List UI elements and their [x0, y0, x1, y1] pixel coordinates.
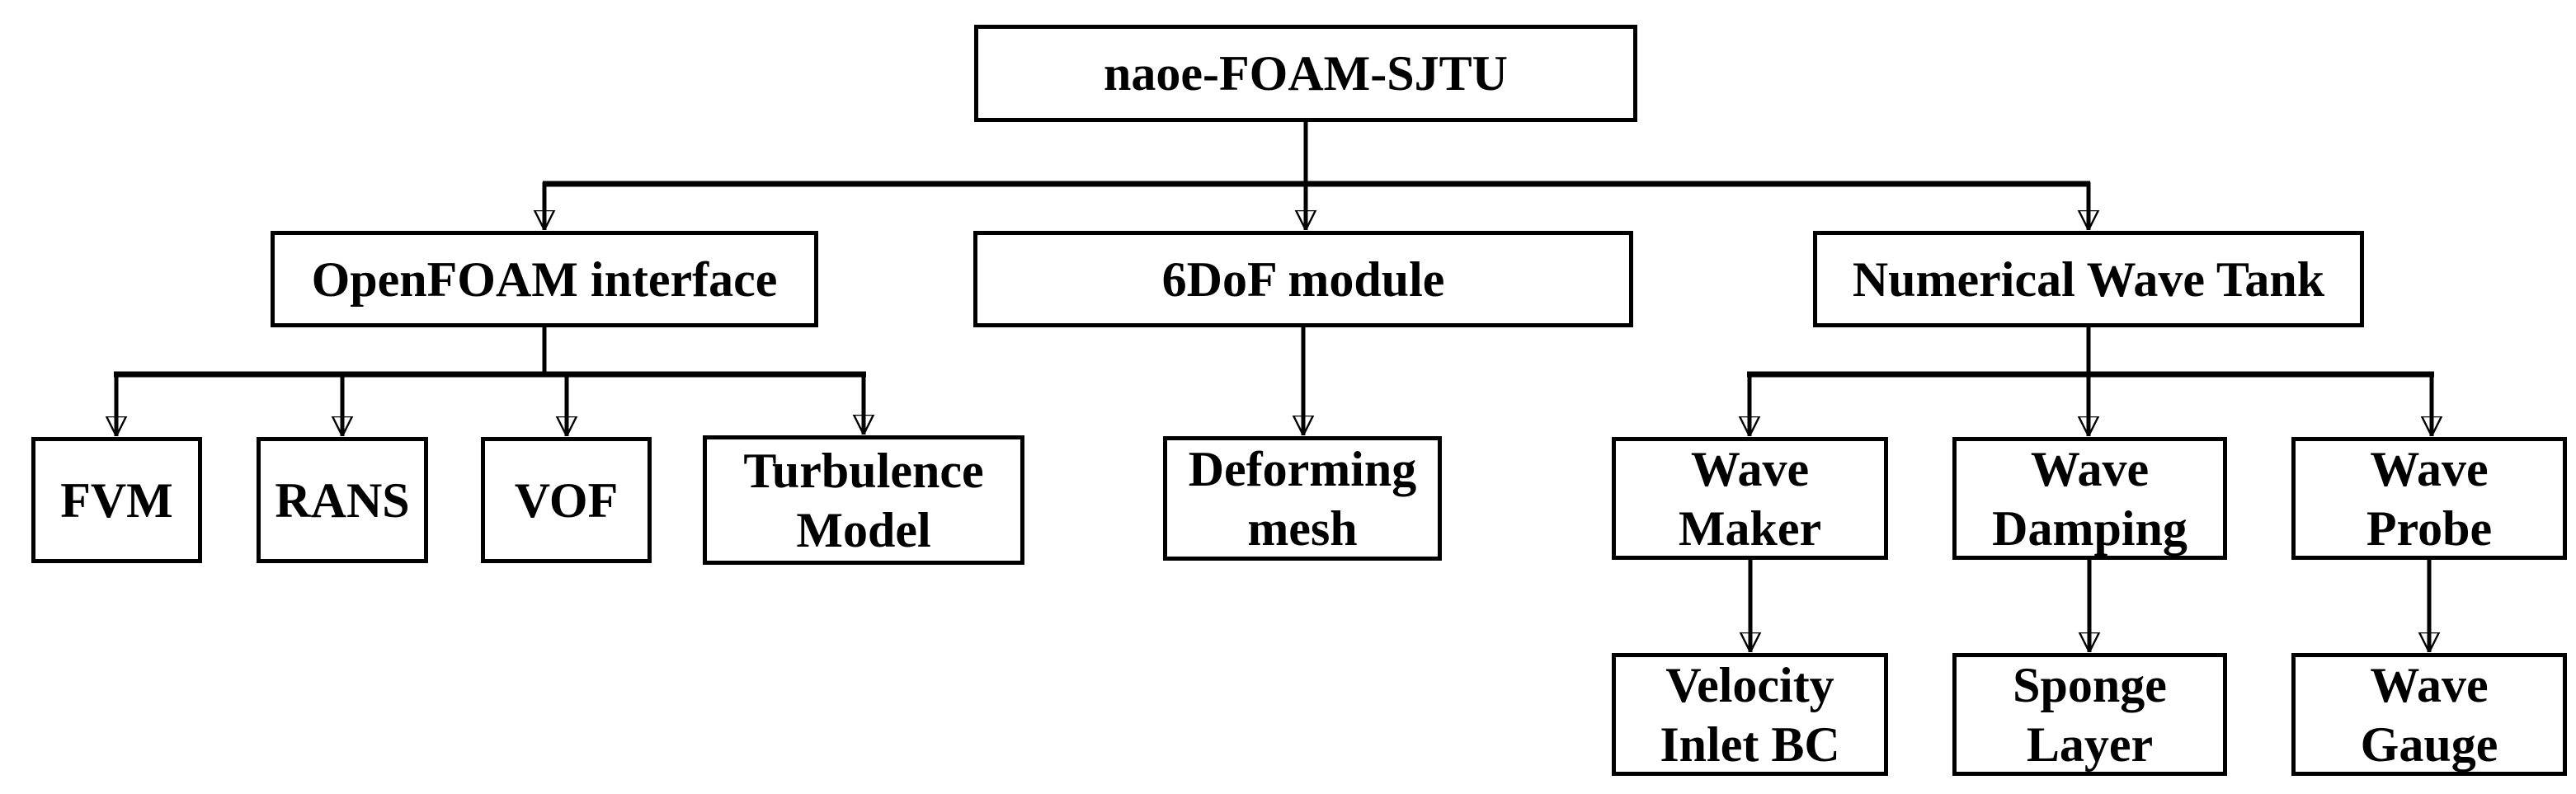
node-label: Wave Gauge	[2360, 657, 2498, 772]
node-label: FVM	[60, 472, 173, 528]
node-turbulence-model: Turbulence Model	[703, 435, 1024, 565]
node-label: VOF	[514, 472, 619, 528]
node-label: Wave Damping	[1992, 441, 2187, 556]
node-label: OpenFOAM interface	[311, 251, 778, 307]
node-6dof-module: 6DoF module	[973, 231, 1633, 327]
node-deforming-mesh: Deforming mesh	[1163, 436, 1442, 561]
node-naoe-foam-sjtu: naoe-FOAM-SJTU	[974, 25, 1637, 122]
node-wave-gauge: Wave Gauge	[2291, 653, 2567, 776]
node-sponge-layer: Sponge Layer	[1952, 653, 2227, 776]
node-label: 6DoF module	[1161, 251, 1445, 307]
node-wave-damping: Wave Damping	[1952, 437, 2227, 560]
node-label: Deforming mesh	[1188, 441, 1417, 556]
node-openfoam-interface: OpenFOAM interface	[271, 231, 818, 327]
node-label: Numerical Wave Tank	[1852, 251, 2325, 307]
node-label: Sponge Layer	[2013, 657, 2167, 772]
node-label: Velocity Inlet BC	[1660, 657, 1840, 772]
node-label: naoe-FOAM-SJTU	[1104, 46, 1508, 101]
node-label: RANS	[275, 472, 410, 528]
node-label: Wave Probe	[2366, 441, 2493, 556]
node-velocity-inlet-bc: Velocity Inlet BC	[1612, 653, 1888, 776]
node-rans: RANS	[257, 437, 428, 563]
node-numerical-wave-tank: Numerical Wave Tank	[1813, 231, 2364, 327]
node-wave-maker: Wave Maker	[1612, 437, 1888, 560]
node-label: Wave Maker	[1678, 441, 1822, 556]
node-vof: VOF	[481, 437, 652, 563]
node-fvm: FVM	[31, 437, 202, 563]
node-wave-probe: Wave Probe	[2291, 437, 2567, 560]
node-label: Turbulence Model	[743, 443, 984, 557]
